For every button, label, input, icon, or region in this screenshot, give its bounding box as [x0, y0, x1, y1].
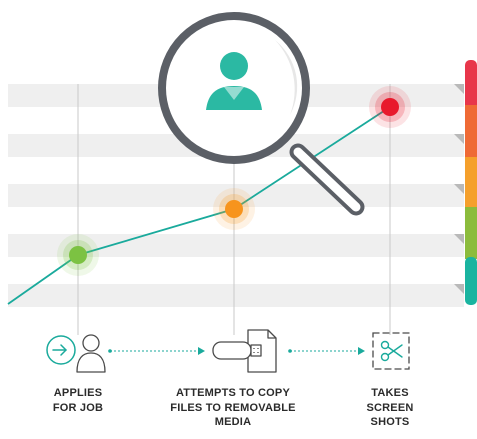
risk-scale-bar	[465, 60, 477, 305]
risk-point-copy	[213, 188, 255, 230]
usb-to-file-icon	[212, 329, 277, 373]
flow-arrows	[108, 347, 365, 355]
step-label-applies: APPLIES FOR JOB	[52, 387, 104, 414]
login-user-icon	[46, 334, 106, 373]
risk-point-applies	[57, 234, 99, 276]
step-label-copy-files: ATTEMPTS TO COPY FILES TO REMOVABLE MEDI…	[170, 387, 296, 428]
risk-point-screenshots	[369, 86, 411, 128]
magnifying-glass-user-icon	[158, 12, 365, 216]
step-label-screenshots: TAKES SCREEN SHOTS	[366, 387, 414, 428]
screenshot-scissors-icon	[372, 332, 410, 370]
